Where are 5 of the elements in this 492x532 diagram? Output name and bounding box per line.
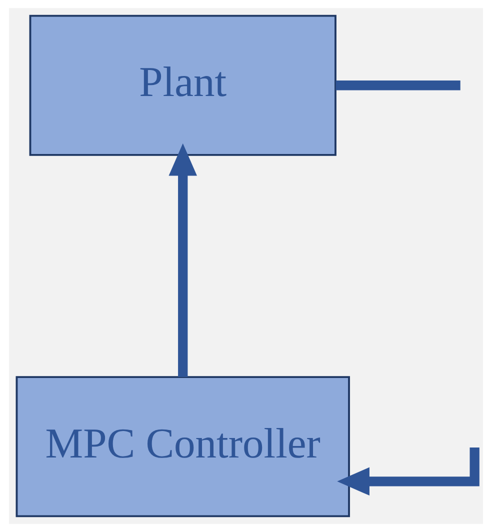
node-box: Plant xyxy=(29,14,336,156)
node-box: MPC Controller xyxy=(16,376,350,518)
connector xyxy=(336,80,460,90)
arrow xyxy=(168,143,198,377)
arrow xyxy=(337,447,480,496)
